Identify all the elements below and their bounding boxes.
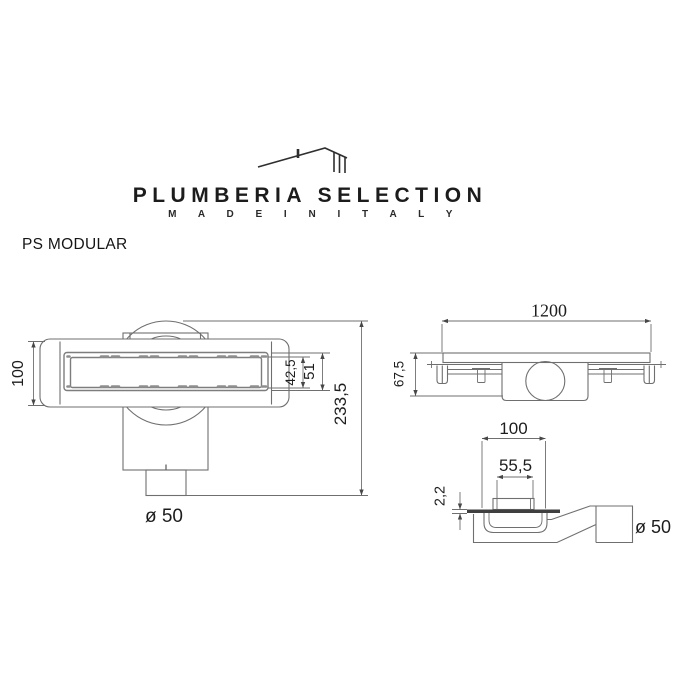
- channel-body: [39, 338, 290, 408]
- dim-height-label: 67,5: [392, 361, 407, 387]
- channel-end-caps: [59, 341, 273, 405]
- grate-frame: [63, 351, 269, 392]
- dim-slot-width: [268, 356, 310, 389]
- side-flange-plate: [467, 509, 560, 513]
- brand-tagline: M A D E I N I T A L Y: [168, 209, 462, 220]
- dim-side-flange-label: 2,2: [433, 486, 449, 506]
- dim-total-length-label: 233,5: [331, 383, 350, 426]
- side-grate-insert: [492, 497, 535, 511]
- side-view: 100 55,5 2,2 ø 50: [433, 419, 671, 544]
- dim-side-body-label: 100: [499, 419, 527, 438]
- dim-top-width: [28, 341, 45, 406]
- dim-side-grate-label: 55,5: [499, 456, 532, 475]
- dim-frame-width-label: 51: [301, 363, 318, 380]
- dim-side-grate: [496, 474, 534, 498]
- front-legs: [436, 365, 656, 385]
- dim-top-width-label: 100: [10, 360, 27, 387]
- dim-length: [441, 318, 652, 352]
- outlet-pipe: [145, 469, 187, 497]
- front-rails: [447, 369, 644, 375]
- front-channel-bar: [442, 352, 651, 364]
- brand-name: PLUMBERIA SELECTION: [132, 184, 488, 207]
- front-view: 1200 67,5: [392, 301, 666, 402]
- grate-notches: [66, 355, 268, 388]
- front-siphon-box: [501, 362, 589, 402]
- front-flange: [427, 361, 666, 368]
- dim-frame-width: [272, 352, 330, 391]
- front-clips: [472, 368, 617, 383]
- dim-total-length: [183, 320, 368, 496]
- side-trap: [483, 513, 548, 534]
- dim-top-outlet-label: ø 50: [145, 506, 183, 527]
- dim-slot-width-label: 42,5: [283, 359, 298, 385]
- dim-side-body: [481, 436, 546, 509]
- side-body-outline: [472, 505, 634, 544]
- top-view: 100 42,5 51 233,5 ø 50: [10, 320, 368, 527]
- dim-height: [410, 352, 503, 397]
- dim-side-outlet-label: ø 50: [635, 517, 671, 537]
- product-title: PS MODULAR: [22, 236, 128, 253]
- roof-logo-icon: [257, 147, 348, 173]
- dim-length-label: 1200: [531, 301, 567, 321]
- front-siphon-circle: [525, 360, 566, 402]
- dim-side-flange: [452, 492, 467, 530]
